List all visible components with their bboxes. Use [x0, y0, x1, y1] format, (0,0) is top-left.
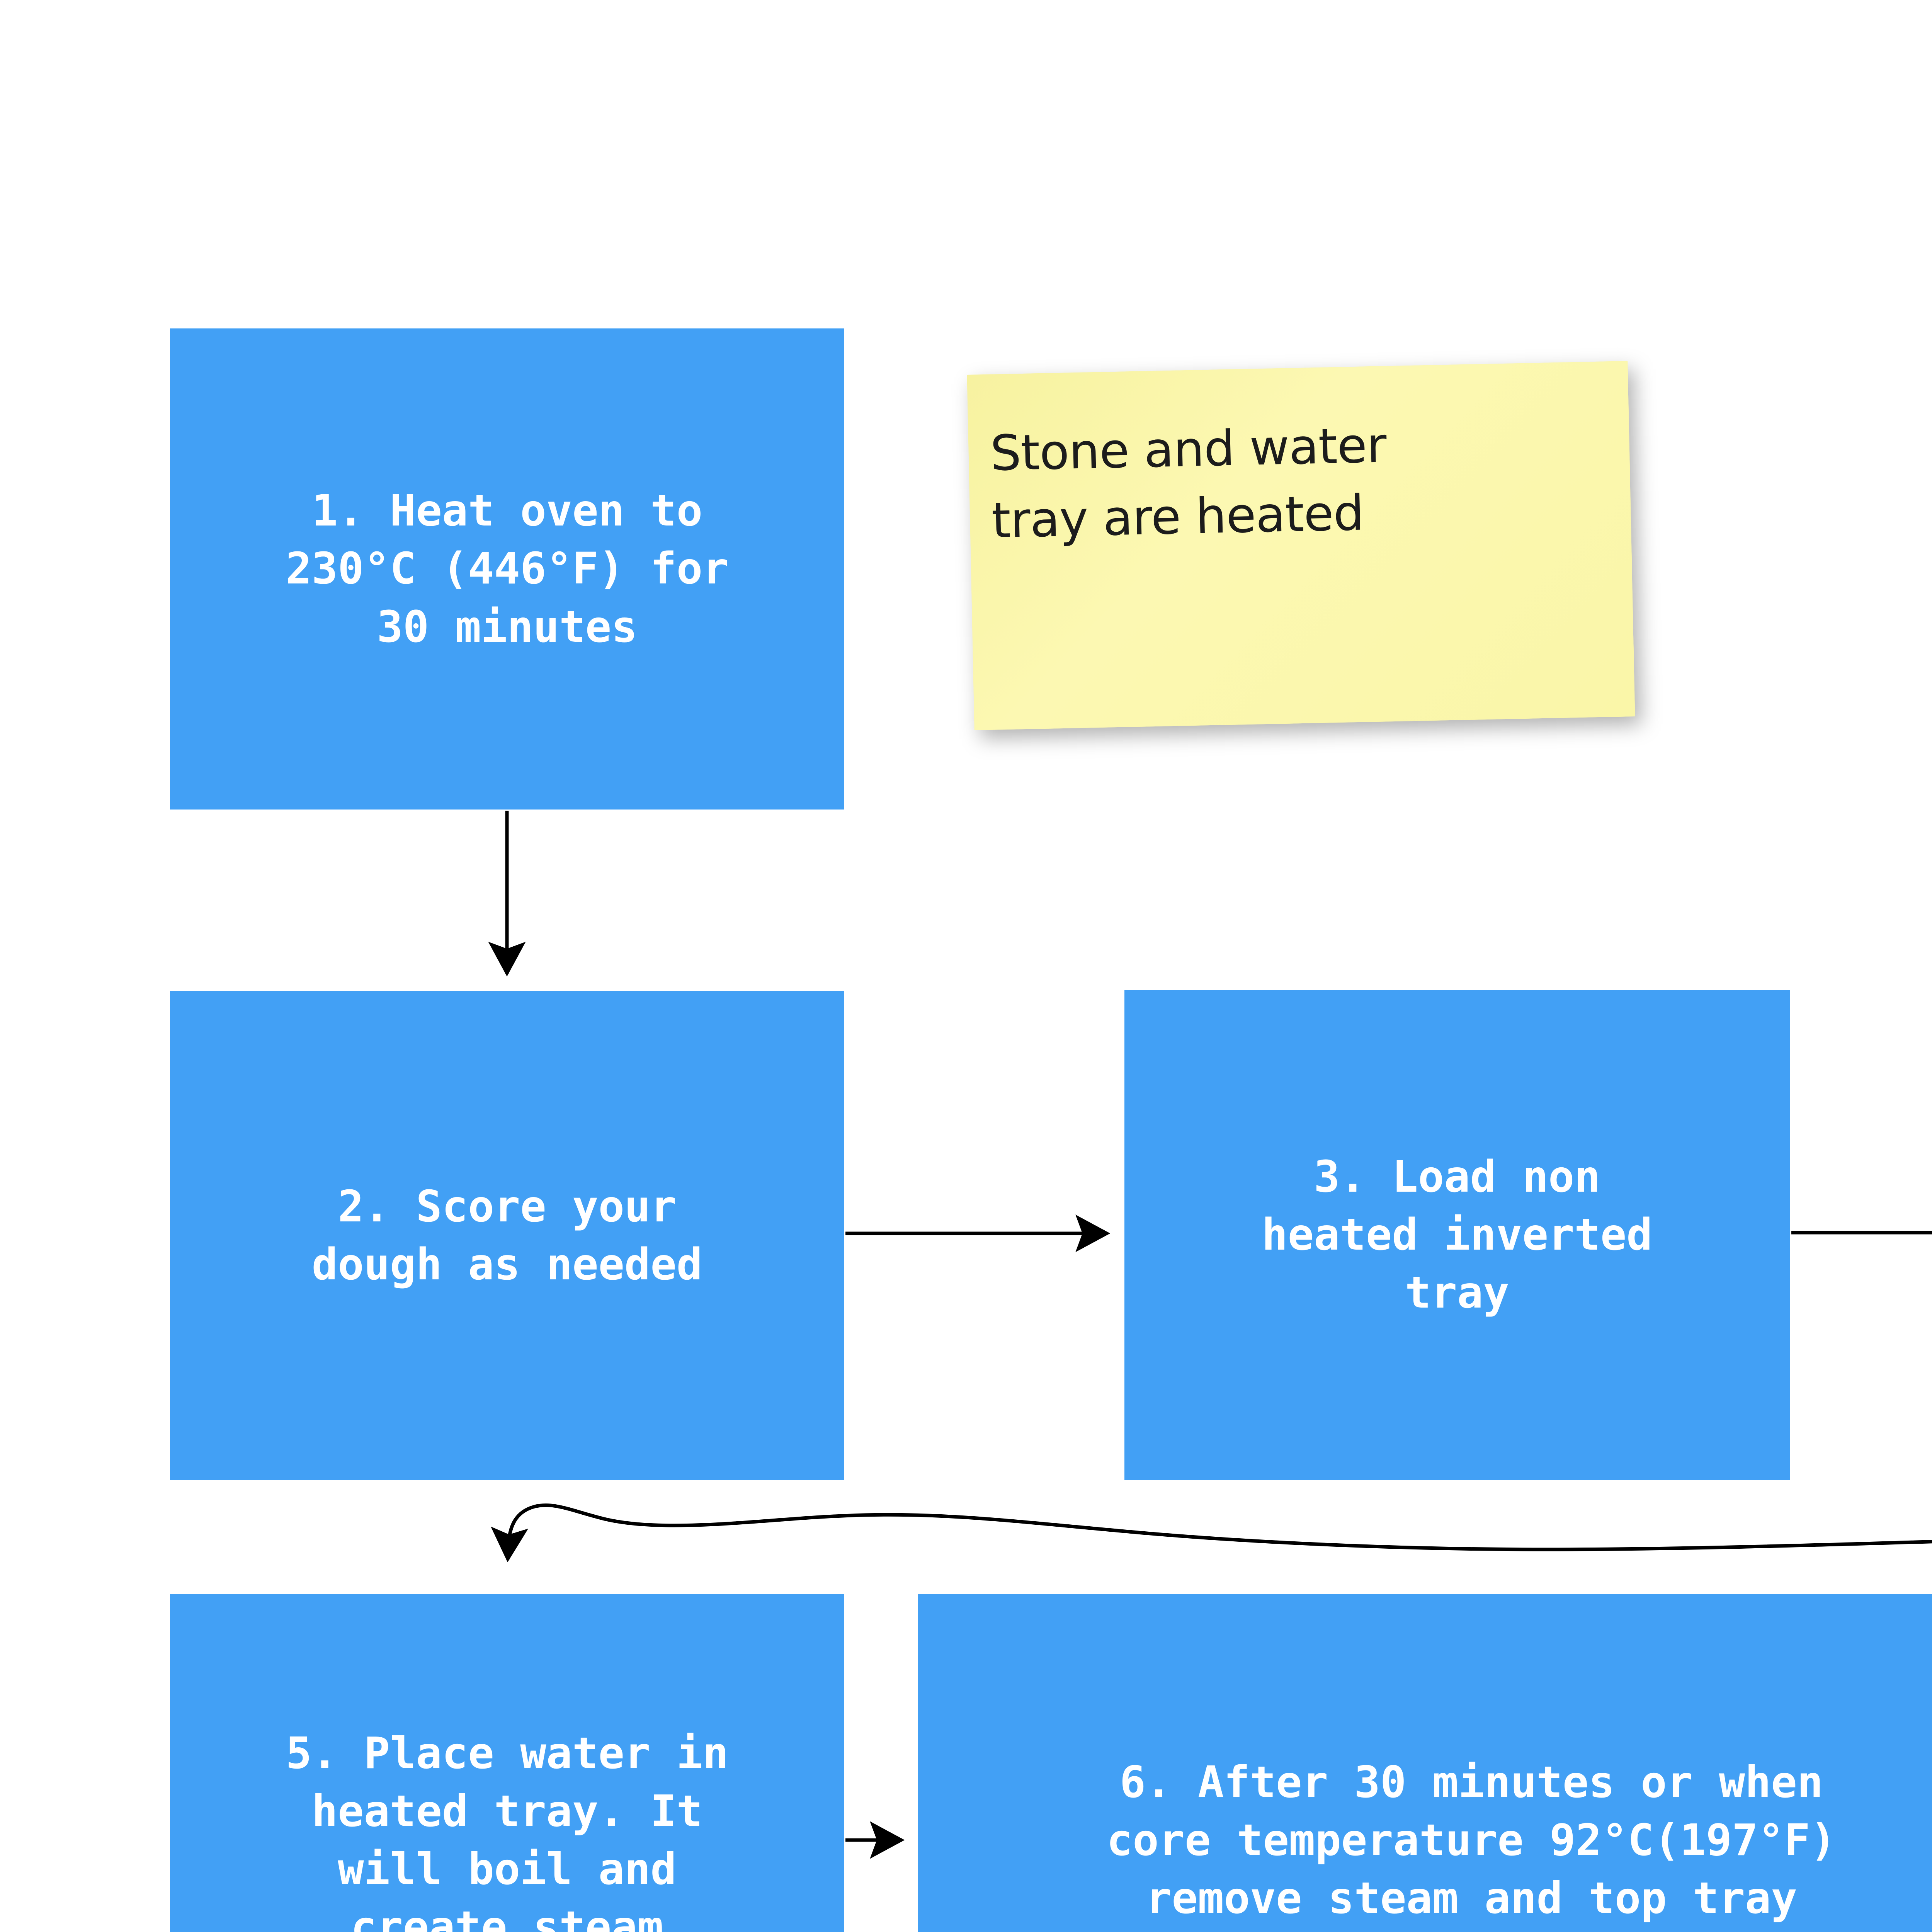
sticky-note-stone-water[interactable]: Stone and water tray are heated — [967, 361, 1641, 739]
sticky-note-text: Stone and water tray are heated — [967, 361, 1635, 730]
flowchart-node-step-5[interactable]: 5. Place water in heated tray. It will b… — [170, 1594, 844, 1932]
flowchart-node-step-6[interactable]: 6. After 30 minutes or when core tempera… — [918, 1594, 1932, 1932]
flowchart-node-step-3[interactable]: 3. Load non heated inverted tray — [1124, 990, 1790, 1480]
flowchart-node-step-1[interactable]: 1. Heat oven to 230°C (446°F) for 30 min… — [170, 328, 844, 810]
flowchart-node-step-2[interactable]: 2. Score your dough as needed — [170, 991, 844, 1480]
connector-step4-to-step5 — [491, 1503, 1932, 1563]
